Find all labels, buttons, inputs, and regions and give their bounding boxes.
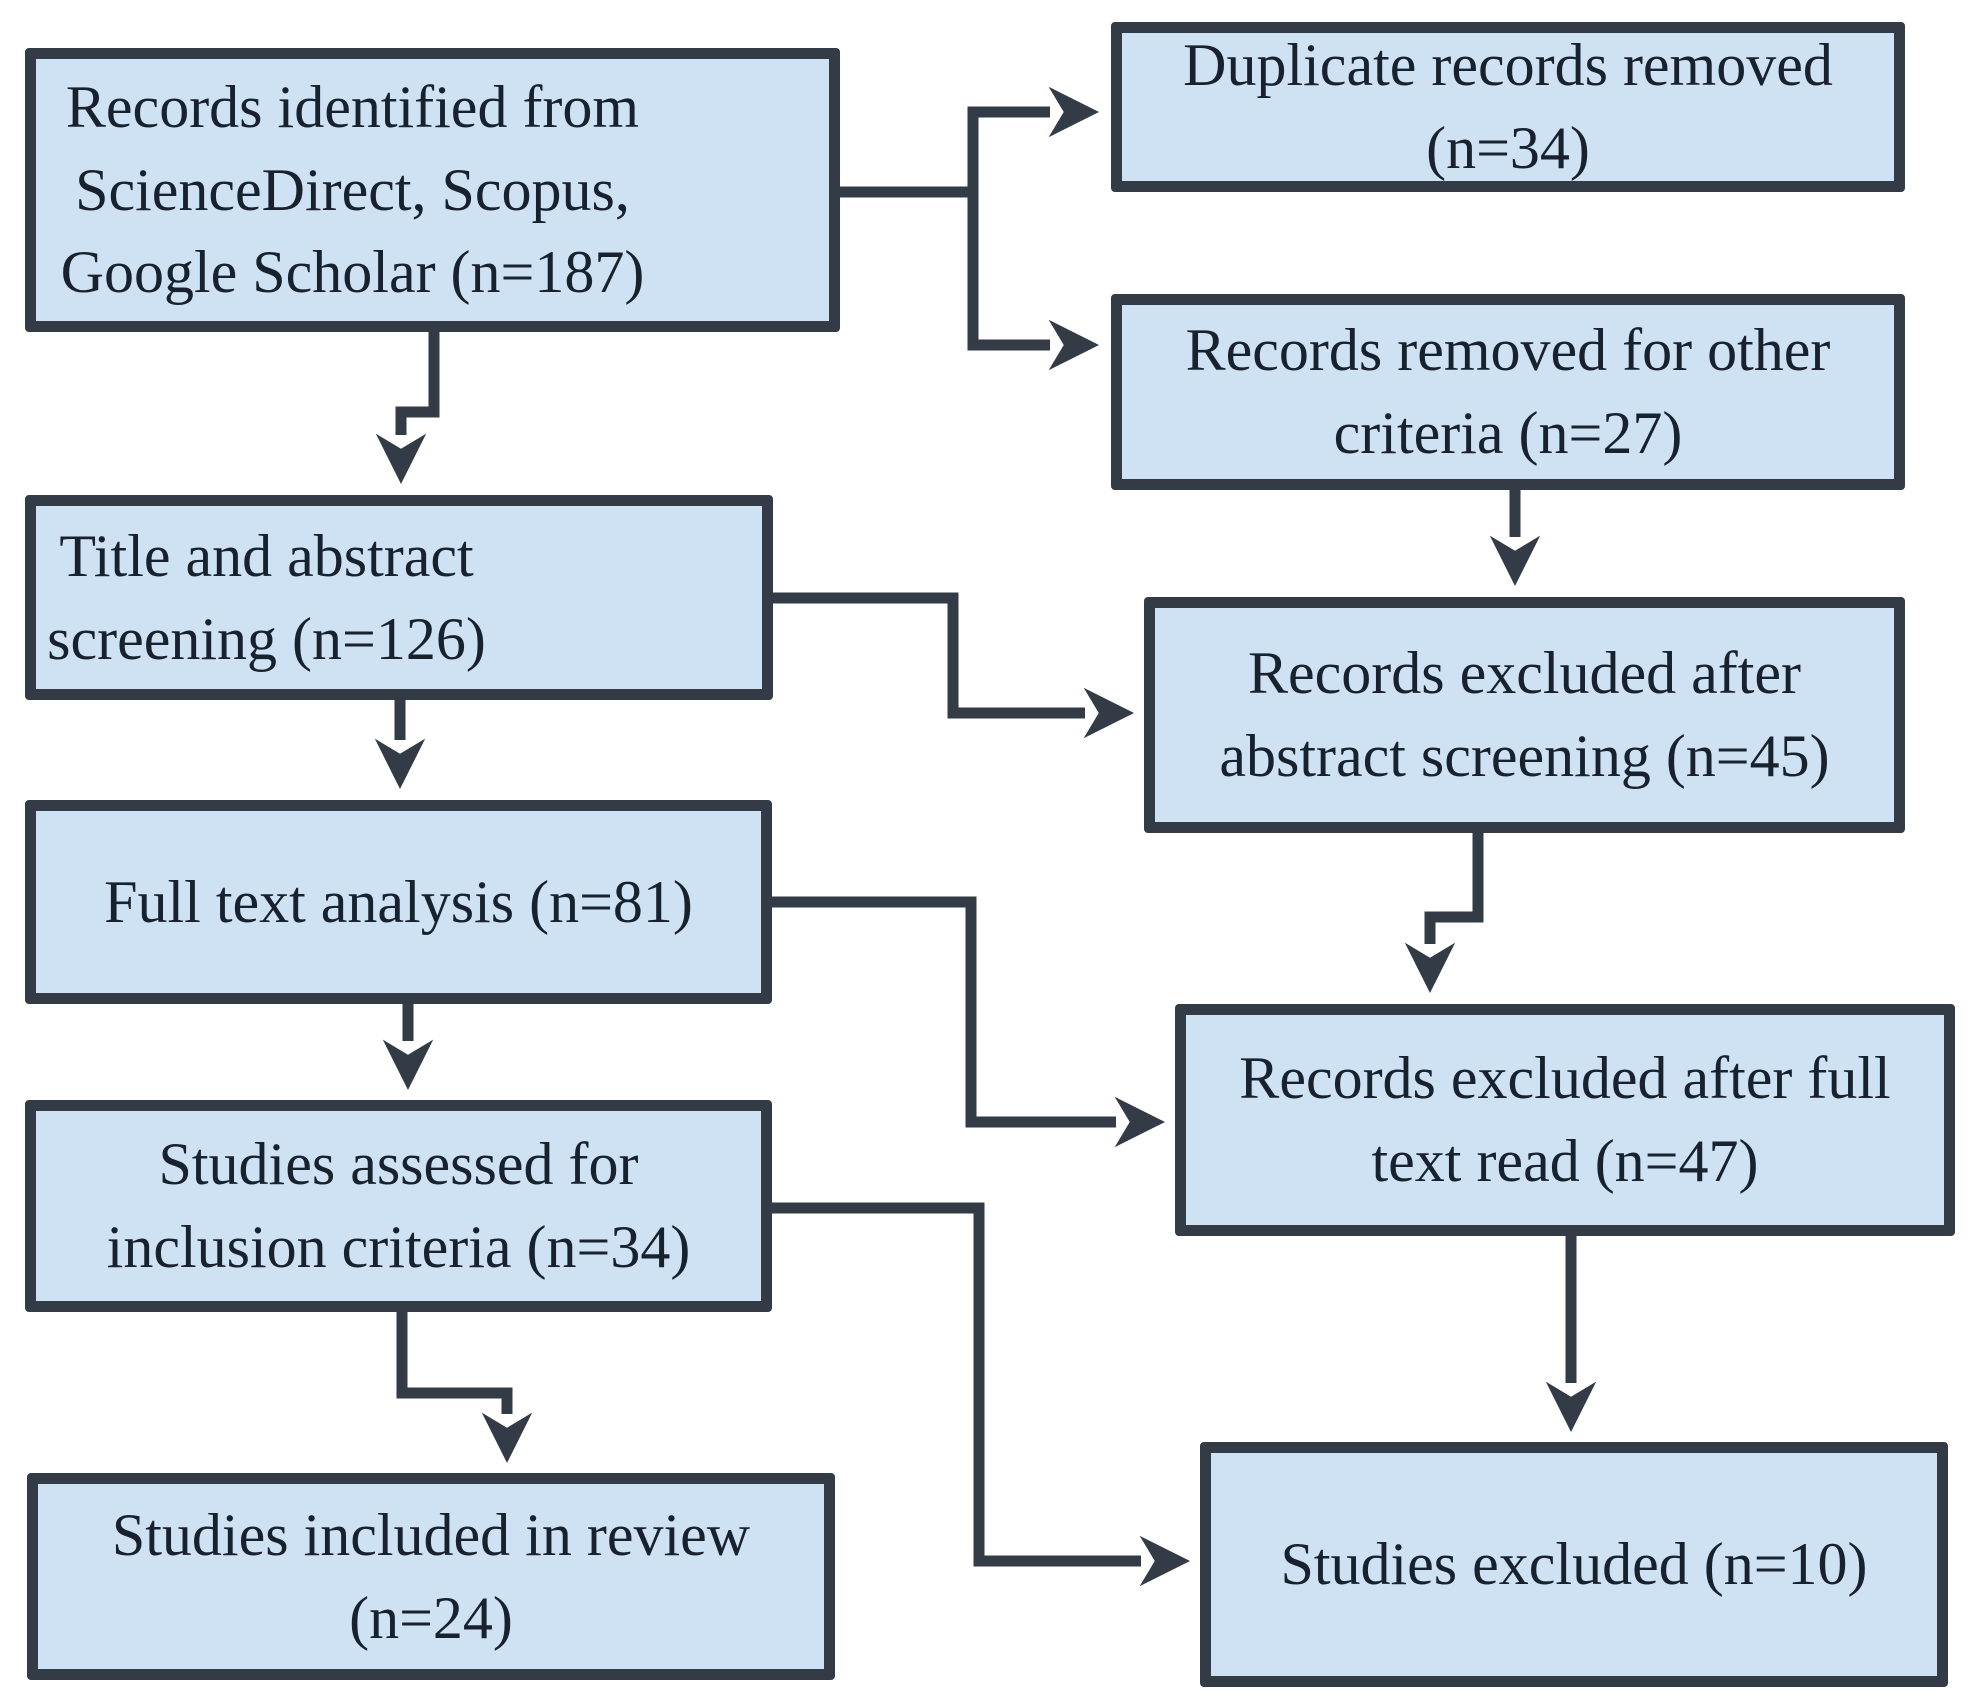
node-line: criteria (n=27): [1333, 400, 1683, 466]
node-line: Records excluded after full: [1239, 1045, 1891, 1112]
node-line: Title and abstract: [59, 522, 474, 589]
connector-excluded-abstract-to-excluded-fulltext: [1404, 833, 1484, 994]
node-line: Studies included in review: [111, 1501, 751, 1568]
node-line: Duplicate records removed: [1183, 32, 1833, 99]
node-line: abstract screening (n=45): [1219, 723, 1830, 789]
node-line: inclusion criteria (n=34): [106, 1214, 691, 1280]
node-line: text read (n=47): [1371, 1128, 1759, 1194]
node-line: (n=34): [1426, 115, 1590, 181]
connector-identified-to-other-criteria: [967, 192, 1100, 371]
node-line: Records removed for other: [1185, 317, 1831, 384]
node-studies-excluded: Studies excluded (n=10): [1200, 1442, 1948, 1687]
node-line: ScienceDirect, Scopus,: [75, 156, 630, 223]
node-excluded-after-full-text: Records excluded after full text read (n…: [1175, 1004, 1955, 1236]
node-line: Google Scholar (n=187): [60, 239, 645, 306]
node-line: Full text analysis (n=81): [104, 868, 693, 935]
connector-identified-to-screening: [375, 332, 440, 485]
node-records-removed-other: Records removed for other criteria (n=27…: [1111, 294, 1905, 490]
node-line: screening (n=126): [47, 605, 486, 672]
node-line: Studies excluded (n=10): [1280, 1531, 1868, 1598]
connector-fulltext-to-excluded-fulltext: [772, 896, 1166, 1148]
node-line: Records excluded after: [1247, 640, 1802, 707]
node-line: (n=24): [349, 1584, 513, 1651]
node-title-abstract-screening: Title and abstract screening (n=126): [25, 495, 773, 700]
node-excluded-after-abstract: Records excluded after abstract screenin…: [1144, 597, 1905, 833]
connector-identified-to-duplicates: [840, 86, 1100, 198]
connector-assessed-to-studies-excluded: [772, 1202, 1191, 1587]
node-studies-included: Studies included in review (n=24): [27, 1473, 835, 1680]
node-duplicate-records-removed: Duplicate records removed (n=34): [1111, 22, 1905, 192]
node-records-identified: Records identified from ScienceDirect, S…: [25, 48, 840, 332]
node-full-text-analysis: Full text analysis (n=81): [25, 800, 772, 1004]
connector-assessed-to-included: [396, 1312, 533, 1464]
connector-screening-to-excluded-abstract: [773, 592, 1135, 739]
node-studies-assessed: Studies assessed for inclusion criteria …: [25, 1100, 772, 1312]
node-line: Records identified from: [65, 73, 640, 140]
node-line: Studies assessed for: [158, 1131, 639, 1198]
